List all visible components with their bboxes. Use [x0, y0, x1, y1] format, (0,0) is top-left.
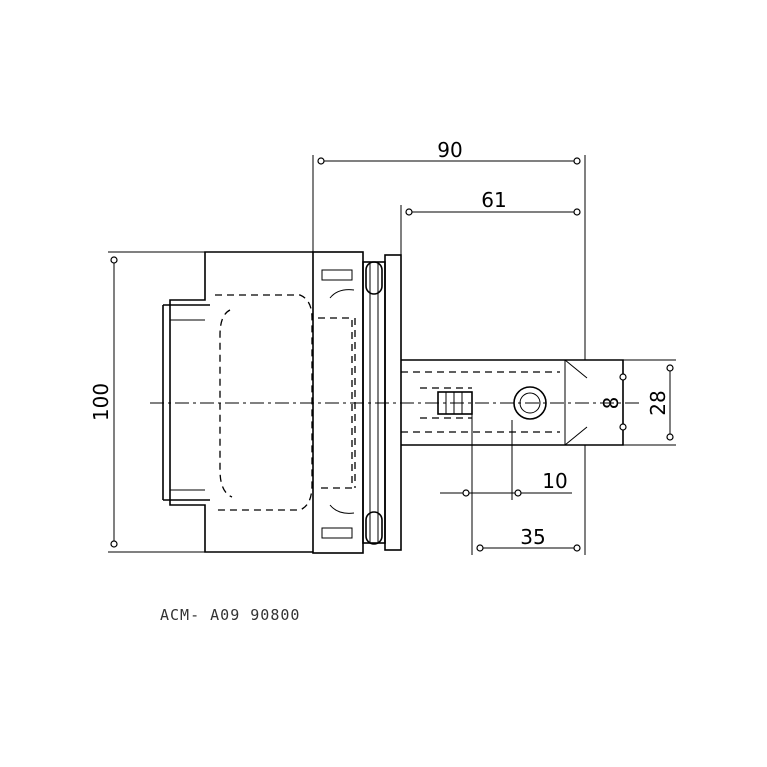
dim-screw-offset: 10: [440, 414, 572, 500]
dim-shank-diameter: 28: [623, 359, 676, 446]
dim-shank-length: 61: [400, 188, 581, 255]
dim-label-61: 61: [481, 188, 506, 212]
set-screw: [437, 391, 473, 415]
screw-details: [437, 386, 547, 420]
dim-bore-diameter: 8: [599, 372, 627, 432]
dim-label-8: 8: [599, 397, 623, 410]
holder-body: [169, 251, 313, 553]
dim-label-90: 90: [437, 138, 462, 162]
dim-screw-distance: 35: [471, 445, 586, 555]
dim-label-28: 28: [646, 390, 670, 415]
dim-label-35: 35: [520, 525, 545, 549]
dim-label-10: 10: [542, 469, 567, 493]
screw-hole: [513, 386, 547, 420]
part-number-caption: ACM- A09 90800: [160, 606, 300, 624]
dim-flange-diameter: 100: [89, 251, 313, 553]
dim-overall-length: 90: [312, 138, 586, 360]
dim-label-100: 100: [89, 383, 113, 421]
